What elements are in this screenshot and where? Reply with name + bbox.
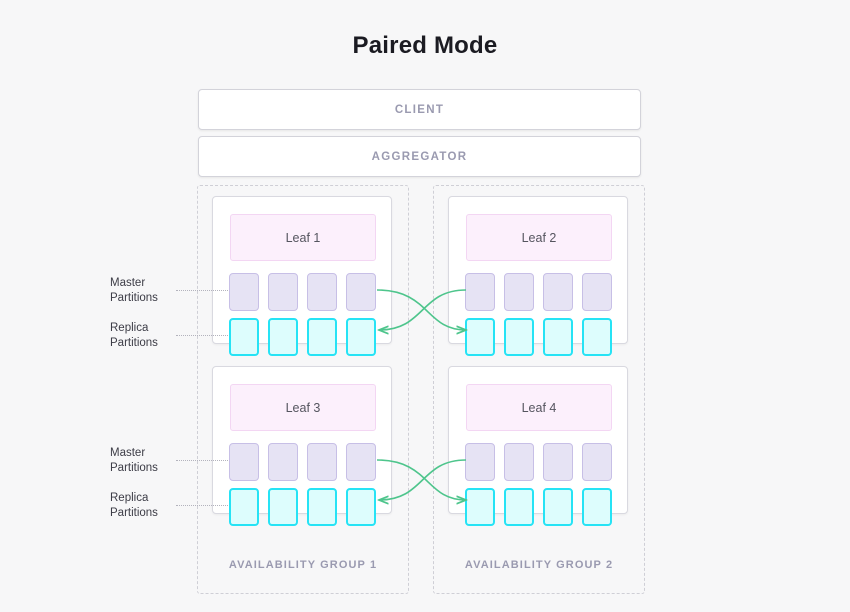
aggregator-node: AGGREGATOR bbox=[198, 136, 641, 177]
replica-partition bbox=[543, 318, 573, 356]
replica-partition bbox=[504, 488, 534, 526]
leaf-3-header: Leaf 3 bbox=[230, 384, 376, 431]
master-partition bbox=[582, 273, 612, 311]
client-node: CLIENT bbox=[198, 89, 641, 130]
replica-partition bbox=[582, 318, 612, 356]
label-line-2: Partitions bbox=[110, 292, 158, 304]
aggregator-label: AGGREGATOR bbox=[371, 150, 468, 163]
availability-group-2: AVAILABILITY GROUP 2 bbox=[433, 185, 645, 594]
label-line-1: Replica bbox=[110, 492, 149, 504]
leaf-2-header: Leaf 2 bbox=[466, 214, 612, 261]
replica-partition bbox=[465, 488, 495, 526]
replica-partition bbox=[229, 318, 259, 356]
master-partition bbox=[229, 273, 259, 311]
leaf-1-header: Leaf 1 bbox=[230, 214, 376, 261]
master-partition bbox=[504, 443, 534, 481]
label-line-1: Replica bbox=[110, 322, 149, 334]
replica-partition bbox=[307, 318, 337, 356]
leaf-3-master-partitions bbox=[229, 443, 376, 481]
leaf-4-master-partitions bbox=[465, 443, 612, 481]
master-partition bbox=[465, 443, 495, 481]
master-partition bbox=[346, 273, 376, 311]
replica-partition bbox=[307, 488, 337, 526]
label-line-2: Partitions bbox=[110, 462, 158, 474]
label-line-1: Master bbox=[110, 277, 146, 289]
replica-partition bbox=[543, 488, 573, 526]
master-partition bbox=[307, 443, 337, 481]
availability-group-1-label: AVAILABILITY GROUP 1 bbox=[228, 559, 378, 571]
client-label: CLIENT bbox=[394, 103, 445, 116]
leaf-4-replica-partitions bbox=[465, 488, 612, 526]
replica-partition bbox=[465, 318, 495, 356]
availability-group-2-label: AVAILABILITY GROUP 2 bbox=[464, 559, 614, 571]
replica-partition bbox=[582, 488, 612, 526]
replica-partition bbox=[346, 318, 376, 356]
page-title: Paired Mode bbox=[352, 32, 498, 59]
master-partition bbox=[543, 443, 573, 481]
master-partition bbox=[268, 443, 298, 481]
leaf-1-replica-partitions bbox=[229, 318, 376, 356]
leader-line-master-top bbox=[176, 290, 228, 291]
leaf-2-replica-partitions bbox=[465, 318, 612, 356]
label-master-partitions-top: Master Partitions bbox=[110, 276, 172, 306]
label-line-2: Partitions bbox=[110, 337, 158, 349]
master-partition bbox=[346, 443, 376, 481]
leaf-card-leaf-4: Leaf 4 bbox=[448, 366, 628, 526]
leaf-card-leaf-2: Leaf 2 bbox=[448, 196, 628, 356]
leader-line-master-bottom bbox=[176, 460, 228, 461]
master-partition bbox=[543, 273, 573, 311]
leaf-3-replica-partitions bbox=[229, 488, 376, 526]
replica-partition bbox=[346, 488, 376, 526]
leader-line-replica-top bbox=[176, 335, 228, 336]
leaf-2-master-partitions bbox=[465, 273, 612, 311]
label-line-1: Master bbox=[110, 447, 146, 459]
master-partition bbox=[582, 443, 612, 481]
master-partition bbox=[229, 443, 259, 481]
leaf-4-header: Leaf 4 bbox=[466, 384, 612, 431]
replica-partition bbox=[268, 318, 298, 356]
master-partition bbox=[268, 273, 298, 311]
leader-line-replica-bottom bbox=[176, 505, 228, 506]
master-partition bbox=[465, 273, 495, 311]
label-replica-partitions-top: Replica Partitions bbox=[110, 321, 172, 351]
label-line-2: Partitions bbox=[110, 507, 158, 519]
replica-partition bbox=[268, 488, 298, 526]
master-partition bbox=[307, 273, 337, 311]
leaf-card-leaf-3: Leaf 3 bbox=[212, 366, 392, 526]
replica-partition bbox=[229, 488, 259, 526]
master-partition bbox=[504, 273, 534, 311]
leaf-card-leaf-1: Leaf 1 bbox=[212, 196, 392, 356]
label-master-partitions-bottom: Master Partitions bbox=[110, 446, 172, 476]
replica-partition bbox=[504, 318, 534, 356]
leaf-1-master-partitions bbox=[229, 273, 376, 311]
label-replica-partitions-bottom: Replica Partitions bbox=[110, 491, 172, 521]
availability-group-1: AVAILABILITY GROUP 1 bbox=[197, 185, 409, 594]
